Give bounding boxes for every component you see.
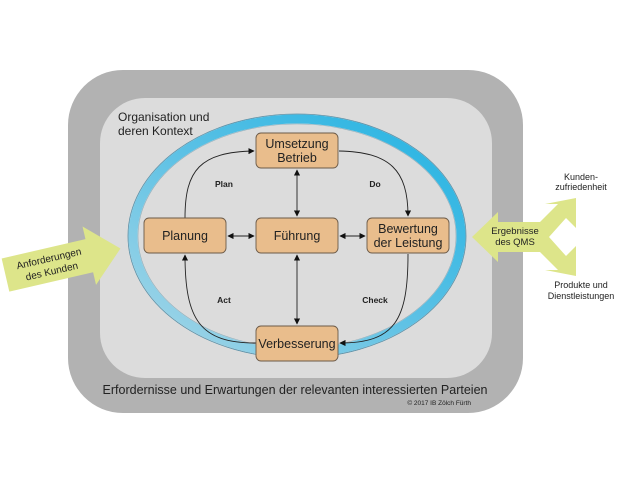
act-label: Act [217,295,231,305]
output-products-services-line1: Produkte und [554,280,608,290]
output-arrow-line1: Ergebnisse [491,226,539,237]
context-label-line1: Organisation und [118,110,209,124]
box-umsetzung-line2: Betrieb [277,151,317,165]
output-products-services-line2: Dienstleistungen [548,291,615,301]
box-verbesserung: Verbesserung [255,325,339,362]
box-planung-label: Planung [162,229,208,243]
input-arrow-shape [1,226,121,292]
box-umsetzung-line1: Umsetzung [265,137,328,151]
box-verbesserung-label: Verbesserung [258,337,335,351]
check-label: Check [362,295,388,305]
interested-parties-label: Erfordernisse und Erwartungen der releva… [103,383,488,397]
box-umsetzung-betrieb: Umsetzung Betrieb [255,132,339,169]
input-arrow-customer-requirements: Anforderungen des Kunden [1,226,121,292]
copyright-notice: © 2017 IB Zölch Fürth [407,399,471,407]
context-label-line2: deren Kontext [118,124,193,138]
box-bewertung-line1: Bewertung [378,222,438,236]
plan-arrow [184,147,255,219]
check-arrow [339,253,409,347]
do-arrow [338,150,412,217]
do-label: Do [369,179,380,189]
box-fuehrung-label: Führung [274,229,321,243]
plan-label: Plan [215,179,233,189]
output-arrow-line2: des QMS [495,237,535,248]
box-planung: Planung [143,217,227,254]
box-bewertung-line2: der Leistung [374,236,443,250]
output-arrow-shape [472,198,576,276]
box-bewertung: Bewertung der Leistung [366,217,450,254]
output-customer-satisfaction-line2: zufriedenheit [555,182,607,192]
output-arrow-qms-results: Ergebnisse des QMS [472,198,576,276]
act-arrow [181,254,257,344]
output-customer-satisfaction-line1: Kunden- [564,172,598,182]
box-fuehrung: Führung [255,217,339,254]
